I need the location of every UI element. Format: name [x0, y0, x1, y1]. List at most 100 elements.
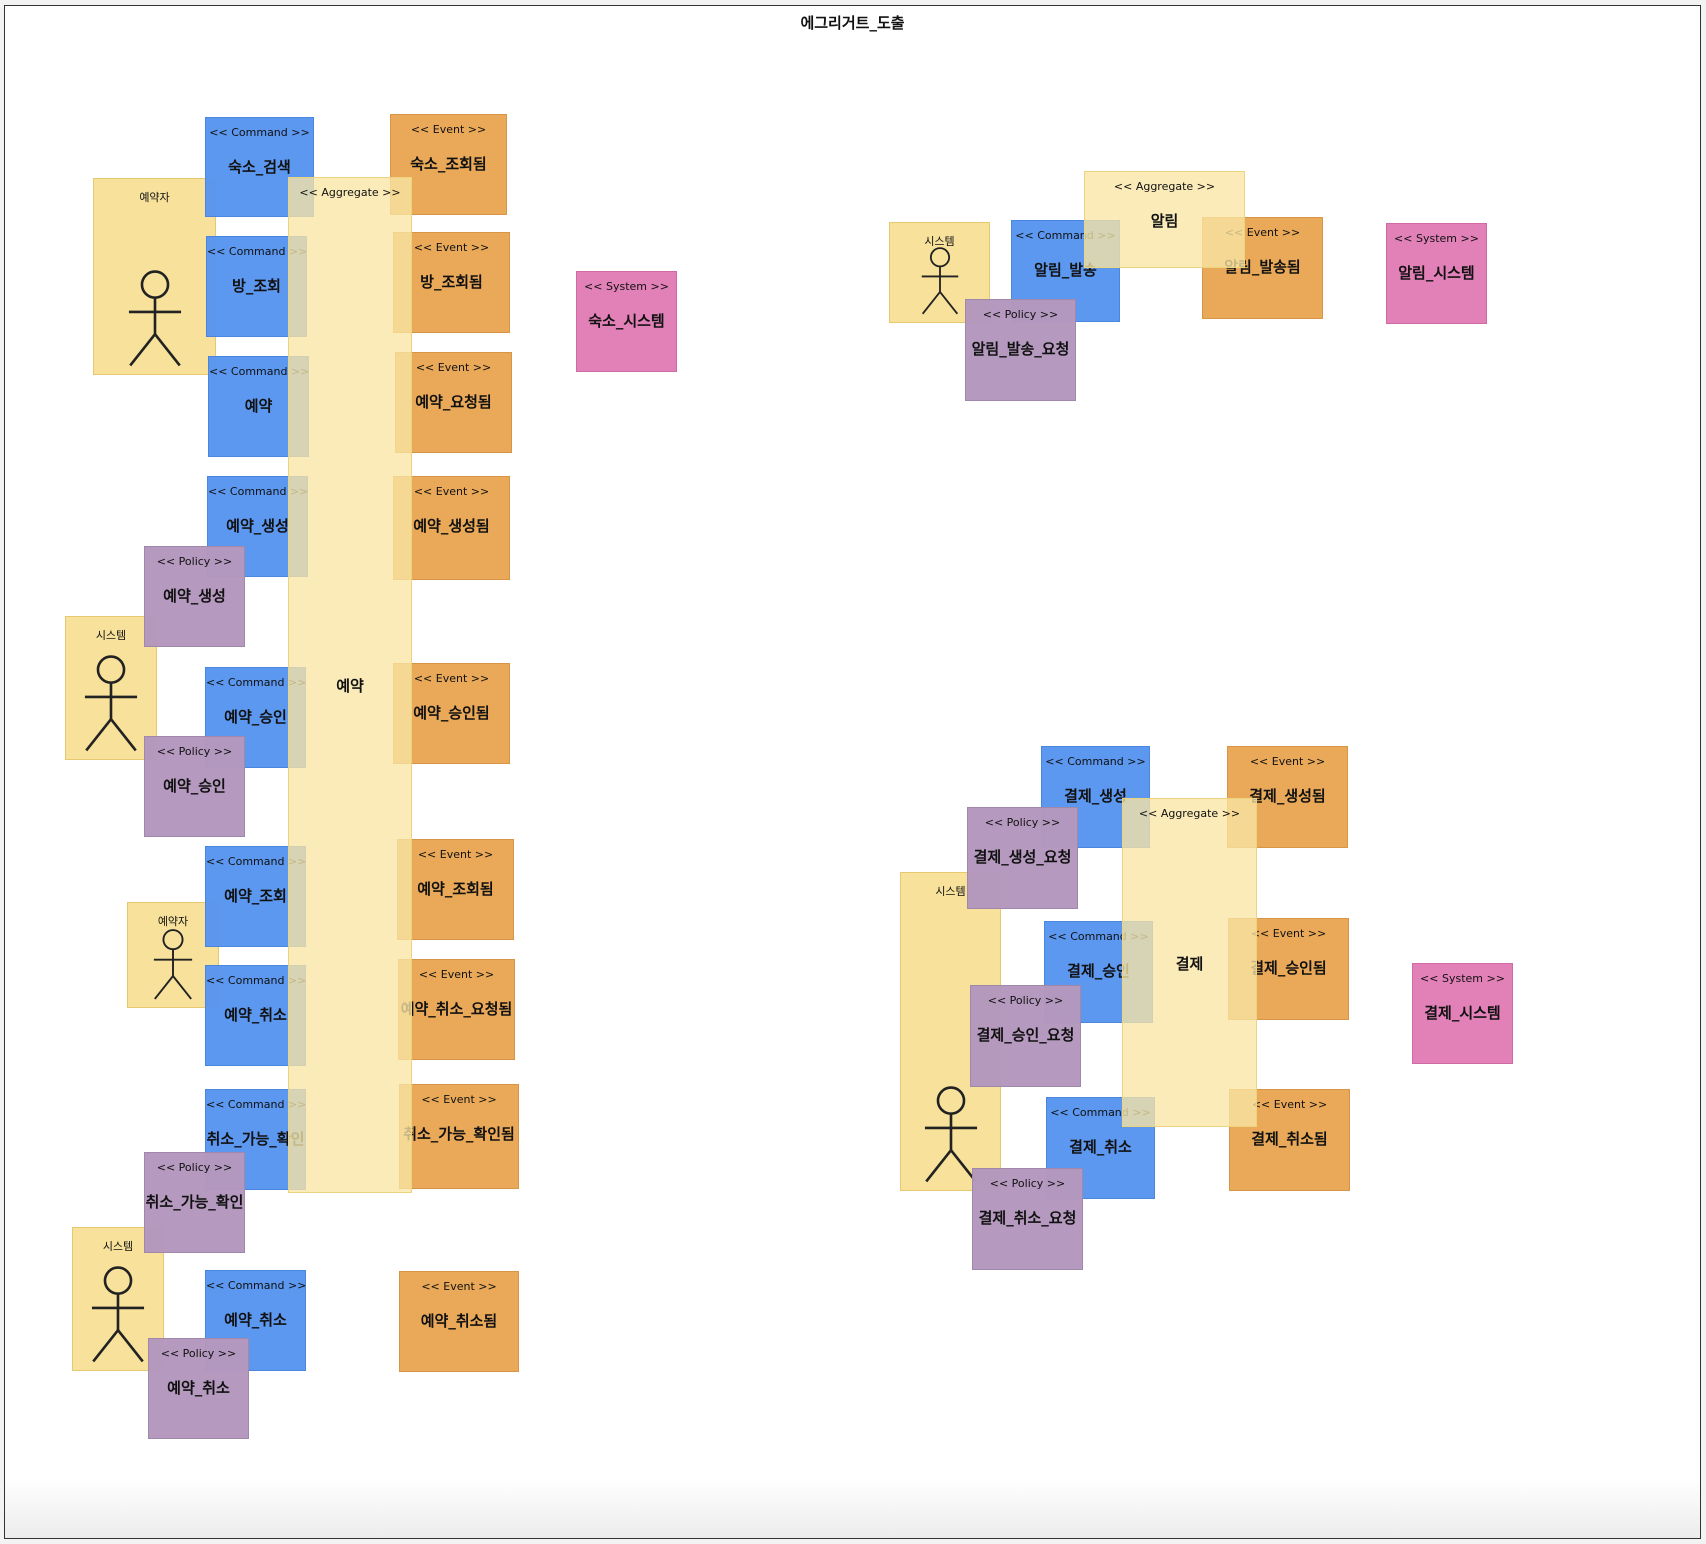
sticky-name: 예약_취소_요청됨 — [400, 1000, 513, 1018]
aggregate-sticky-agg-notification[interactable]: << Aggregate >> 알림 — [1084, 171, 1245, 268]
sticky-stereotype: << Command >> — [206, 1279, 307, 1292]
sticky-stereotype: << Aggregate >> — [1113, 180, 1216, 193]
sticky-name: 예약 — [244, 397, 273, 415]
event-sticky-evt-created[interactable]: << Event >>예약_생성됨 — [393, 476, 510, 580]
sticky-name: 결제_취소_요청 — [978, 1209, 1077, 1227]
sticky-stereotype: << System >> — [584, 280, 669, 293]
sticky-stereotype: << Command >> — [208, 485, 309, 498]
command-sticky-cmd-pay-approve[interactable]: << Command >>결제_승인 — [1044, 921, 1153, 1023]
sticky-stereotype: << Command >> — [206, 974, 307, 987]
sticky-name: 예약_생성 — [163, 587, 226, 605]
sticky-name: 결제_취소됨 — [1251, 1130, 1328, 1148]
sticky-stereotype: << Command >> — [206, 676, 307, 689]
policy-sticky-pol-pay-approve[interactable]: << Policy >>결제_승인_요청 — [970, 985, 1081, 1087]
sticky-stereotype: << Event >> — [413, 672, 490, 685]
sticky-name: 예약자 — [157, 915, 189, 928]
policy-sticky-pol-create[interactable]: << Policy >> 예약_생성 — [144, 546, 245, 647]
policy-sticky-pol-notify[interactable]: << Policy >>알림_발송_요청 — [965, 299, 1076, 401]
policy-sticky-pol-cancel[interactable]: << Policy >> 예약_취소 — [148, 1338, 249, 1439]
sticky-name: 알림_발송 — [1034, 261, 1097, 279]
actor-icon — [84, 655, 138, 752]
sticky-stereotype: << Policy >> — [156, 1161, 233, 1174]
sticky-name: 알림_발송_요청 — [971, 340, 1070, 358]
diagram-title: 에그리거트_도출 — [800, 14, 905, 32]
sticky-name: 방_조회 — [232, 277, 281, 295]
actor-icon — [921, 247, 958, 315]
sticky-name: 예약_생성 — [226, 517, 289, 535]
sticky-stereotype: << Policy >> — [987, 994, 1064, 1007]
policy-sticky-pol-cancel-check[interactable]: << Policy >> 취소_가능_확인 — [144, 1152, 245, 1253]
sticky-stereotype: << Event >> — [418, 968, 495, 981]
event-sticky-evt-cancel-req[interactable]: << Event >> 예약_취소_요청됨 — [398, 959, 515, 1060]
sticky-stereotype: << Policy >> — [156, 555, 233, 568]
sticky-stereotype: << Command >> — [206, 1098, 307, 1111]
canvas-fade — [5, 1478, 1700, 1538]
sticky-name: 예약_취소 — [224, 1311, 287, 1329]
sticky-stereotype: << Event >> — [410, 123, 487, 136]
sticky-name: 예약 — [336, 677, 364, 695]
sticky-name: 예약_취소됨 — [420, 1312, 498, 1330]
sticky-name: 예약_취소 — [167, 1379, 230, 1397]
sticky-stereotype: << Policy >> — [156, 745, 233, 758]
sticky-name: 시스템 — [935, 885, 966, 898]
sticky-stereotype: << Event >> — [417, 848, 494, 861]
sticky-name: 결제_생성됨 — [1249, 787, 1326, 805]
sticky-name: 예약_승인 — [224, 708, 287, 726]
sticky-stereotype: << Command >> — [206, 855, 307, 868]
aggregate-sticky-agg-payment[interactable]: << Aggregate >> 결제 — [1122, 798, 1257, 1127]
sticky-name: 결제_시스템 — [1424, 1004, 1501, 1022]
sticky-name: 예약_승인 — [163, 777, 226, 795]
sticky-name: 시스템 — [95, 629, 127, 642]
actor-icon — [128, 270, 181, 367]
sticky-stereotype: << Aggregate >> — [1138, 807, 1241, 820]
sticky-stereotype: << Command >> — [209, 126, 310, 139]
sticky-name: 알림 — [1150, 211, 1179, 230]
sticky-stereotype: << Event >> — [413, 485, 490, 498]
sticky-name: 결제_승인 — [1067, 962, 1130, 980]
sticky-stereotype: << Event >> — [1251, 1098, 1328, 1111]
aggregate-sticky-agg-reservation[interactable]: << Aggregate >> 예약 — [288, 177, 412, 1193]
sticky-stereotype: << System >> — [1394, 232, 1479, 245]
system-sticky-sys-notification[interactable]: << System >>알림_시스템 — [1386, 223, 1487, 324]
sticky-name: 결제_취소 — [1069, 1138, 1132, 1156]
sticky-stereotype: << Aggregate >> — [299, 186, 401, 199]
policy-sticky-pol-approve[interactable]: << Policy >> 예약_승인 — [144, 736, 245, 837]
sticky-name: 취소_가능_확인 — [145, 1193, 244, 1211]
sticky-name: 결제_승인됨 — [1250, 959, 1327, 977]
sticky-stereotype: << Policy >> — [984, 816, 1061, 829]
sticky-stereotype: << Event >> — [415, 361, 492, 374]
actor-sticky-actor-system-3[interactable]: 시스템 — [889, 222, 990, 323]
actor-icon — [91, 1266, 145, 1363]
actor-sticky-actor-system-1[interactable]: 시스템 — [65, 616, 157, 760]
sticky-stereotype: << System >> — [1420, 972, 1505, 985]
sticky-name: 취소_가능_확인 — [206, 1130, 305, 1148]
event-sticky-evt-room[interactable]: << Event >>방_조회됨 — [393, 232, 510, 333]
sticky-name: 숙소_시스템 — [588, 312, 665, 330]
sticky-name: 예약_조회 — [224, 887, 287, 905]
actor-icon — [924, 1086, 977, 1183]
system-sticky-sys-payment[interactable]: << System >> 결제_시스템 — [1412, 963, 1513, 1064]
event-sticky-evt-inquired[interactable]: << Event >> 예약_조회됨 — [397, 839, 514, 940]
sticky-name: 결제_생성_요청 — [973, 848, 1072, 866]
sticky-stereotype: << Event >> — [1250, 927, 1327, 940]
actor-icon — [153, 929, 193, 1000]
sticky-name: 예약_요청됨 — [415, 393, 492, 411]
sticky-name: 예약_승인됨 — [413, 704, 490, 722]
sticky-stereotype: << Policy >> — [160, 1347, 237, 1360]
event-sticky-evt-cancel-ok[interactable]: << Event >>취소_가능_확인됨 — [399, 1084, 519, 1189]
actor-sticky-actor-reserver-2[interactable]: 예약자 — [127, 902, 219, 1008]
sticky-stereotype: << Event >> — [421, 1280, 497, 1293]
sticky-name: 예약_조회됨 — [417, 880, 494, 898]
command-sticky-cmd-search[interactable]: << Command >>숙소_검색 — [205, 117, 314, 217]
event-sticky-evt-cancelled[interactable]: << Event >> 예약_취소됨 — [399, 1271, 519, 1372]
sticky-name: 숙소_조회됨 — [410, 155, 487, 173]
sticky-name: 예약자 — [139, 191, 170, 204]
sticky-name: 결제 — [1175, 954, 1204, 973]
event-sticky-evt-requested[interactable]: << Event >> 예약_요청됨 — [395, 352, 512, 453]
sticky-stereotype: << Event >> — [413, 241, 490, 254]
sticky-stereotype: << Event >> — [1249, 755, 1326, 768]
policy-sticky-pol-pay-create[interactable]: << Policy >> 결제_생성_요청 — [967, 807, 1078, 909]
policy-sticky-pol-pay-cancel[interactable]: << Policy >>결제_취소_요청 — [972, 1168, 1083, 1270]
system-sticky-sys-lodging[interactable]: << System >> 숙소_시스템 — [576, 271, 677, 372]
